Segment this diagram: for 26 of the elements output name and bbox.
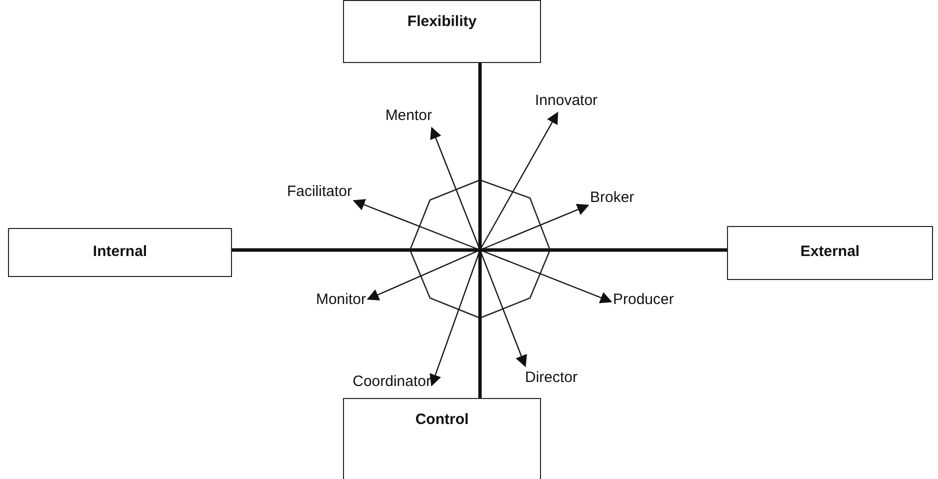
arrow — [430, 250, 481, 386]
role-label: Monitor — [316, 290, 366, 310]
arrow — [352, 199, 480, 251]
arrow — [479, 250, 527, 368]
role-label: Innovator — [535, 91, 598, 111]
role-label: Director — [525, 368, 578, 388]
axis-label: Control — [414, 411, 470, 428]
arrow — [480, 204, 590, 251]
quadrant-box — [343, 398, 541, 479]
axis-label: Internal — [92, 243, 148, 260]
arrow — [366, 249, 480, 300]
quadrant-box — [343, 0, 541, 63]
arrow — [430, 126, 481, 250]
arrow — [480, 249, 612, 304]
role-label: Broker — [590, 188, 634, 208]
role-label: Producer — [613, 290, 674, 310]
quadrant-box — [727, 226, 933, 280]
axis-label: Flexibility — [406, 13, 478, 30]
axis-label: External — [799, 243, 861, 260]
quadrant-box — [8, 228, 232, 277]
role-label: Facilitator — [286, 182, 352, 202]
axis-line — [232, 248, 727, 252]
arrow — [479, 112, 558, 250]
axis-line — [478, 63, 482, 398]
role-label: Mentor — [385, 106, 432, 126]
role-label: Coordinator — [352, 372, 431, 392]
